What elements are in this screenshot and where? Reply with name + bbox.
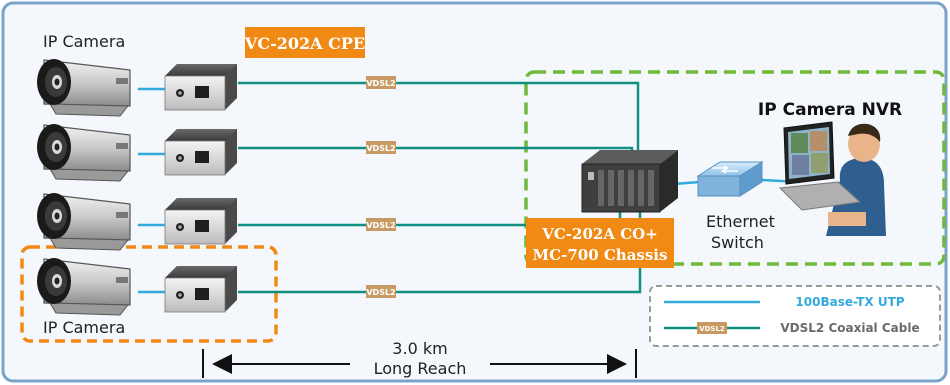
nvr-operator-icon bbox=[778, 121, 886, 236]
vdsl-tag-4: VDSL2 bbox=[366, 285, 396, 298]
legend-coax-label: VDSL2 Coaxial Cable bbox=[780, 321, 919, 335]
cpe-label-box: VC-202A CPE bbox=[244, 27, 365, 58]
media-converter-icon bbox=[164, 129, 237, 176]
media-converter-icon bbox=[164, 64, 237, 111]
vdsl-tag-2: VDSL2 bbox=[366, 141, 396, 154]
vdsl-tag-3: VDSL2 bbox=[366, 218, 396, 231]
ip-camera-label-top: IP Camera bbox=[43, 32, 125, 51]
distance-indicator: 3.0 km Long Reach bbox=[202, 339, 637, 378]
svg-text:VDSL2: VDSL2 bbox=[366, 221, 395, 230]
svg-text:VDSL2: VDSL2 bbox=[699, 325, 725, 333]
chassis-icon bbox=[581, 150, 678, 213]
svg-text:VDSL2: VDSL2 bbox=[366, 79, 395, 88]
cctv-camera-icon bbox=[37, 59, 131, 117]
nvr-title: IP Camera NVR bbox=[758, 100, 902, 120]
svg-text:VDSL2: VDSL2 bbox=[366, 288, 395, 297]
vdsl-tag-1: VDSL2 bbox=[366, 76, 396, 89]
media-converter-icon bbox=[164, 198, 237, 245]
ip-camera-label-bottom: IP Camera bbox=[43, 318, 125, 337]
ethernet-switch-icon bbox=[696, 161, 764, 197]
nvr-region bbox=[524, 70, 946, 266]
svg-text:VDSL2: VDSL2 bbox=[366, 144, 395, 153]
distance-caption: Long Reach bbox=[374, 359, 467, 378]
svg-text:MC-700 Chassis: MC-700 Chassis bbox=[533, 246, 668, 264]
svg-text:VC-202A CO+: VC-202A CO+ bbox=[541, 225, 658, 243]
camera-highlight-region bbox=[20, 245, 278, 343]
co-chassis-label-box: VC-202A CO+ MC-700 Chassis bbox=[526, 218, 674, 268]
vdsl-tags: VDSL2 VDSL2 VDSL2 VDSL2 bbox=[366, 76, 396, 298]
svg-text:VC-202A CPE: VC-202A CPE bbox=[244, 34, 365, 53]
legend-utp-label: 100Base-TX UTP bbox=[795, 295, 904, 309]
distance-value: 3.0 km bbox=[392, 339, 447, 358]
cctv-camera-icon bbox=[37, 193, 131, 251]
ethernet-switch-label-1: Ethernet bbox=[706, 212, 775, 231]
legend: 100Base-TX UTP VDSL2 VDSL2 Coaxial Cable bbox=[649, 285, 941, 347]
media-converter-icon bbox=[164, 266, 237, 313]
cctv-camera-icon bbox=[37, 258, 131, 316]
cctv-camera-icon bbox=[37, 124, 131, 182]
ethernet-switch-label-2: Switch bbox=[711, 233, 764, 252]
